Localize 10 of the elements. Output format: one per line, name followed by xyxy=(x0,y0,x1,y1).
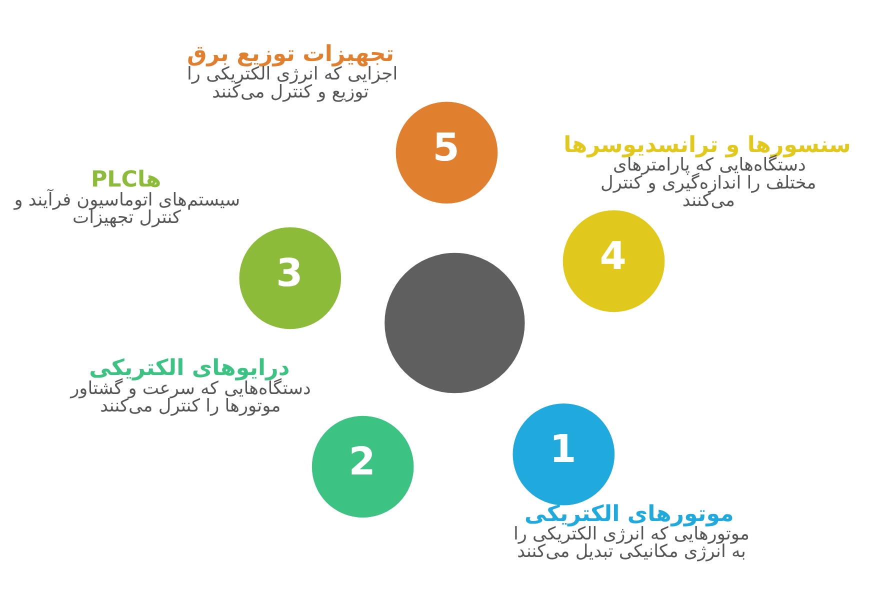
node-label: سیستم‌های اتوماسیون فرآیند و کنترل تجهیزات xyxy=(14,190,240,228)
node-circle: 2 xyxy=(312,415,414,518)
node-label: تجهیزات توزیع برق xyxy=(187,40,394,67)
node-circle xyxy=(384,252,525,393)
node-label: PLCها xyxy=(90,166,162,192)
node-circle: 5 xyxy=(396,101,498,204)
node-label: درایوهای الکتریکی xyxy=(89,354,290,381)
node-circle: 1 xyxy=(512,402,615,505)
node-circle: 3 xyxy=(239,226,342,329)
node-circle: 4 xyxy=(562,210,665,312)
